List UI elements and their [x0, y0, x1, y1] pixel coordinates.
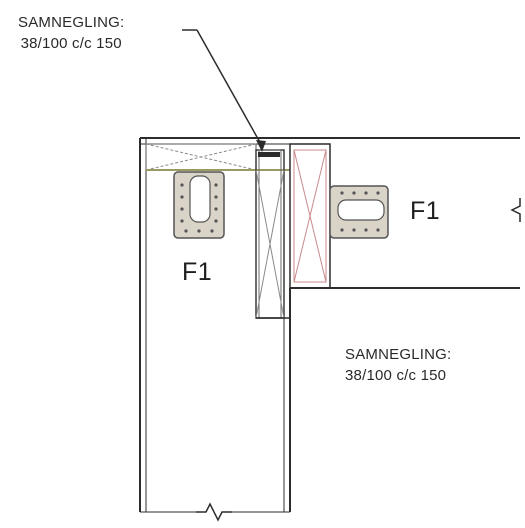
left-hanger-plate	[173, 171, 225, 239]
break-symbols	[140, 198, 521, 522]
right-hanger-plate	[329, 185, 389, 239]
bottom-break-symbol	[196, 502, 232, 522]
right-note-line1: SAMNEGLING:	[345, 346, 452, 363]
nail-bar	[258, 152, 280, 157]
right-note-line2: 38/100 c/c 150	[345, 367, 447, 384]
right-samnegling-note: SAMNEGLING: 38/100 c/c 150	[345, 344, 451, 386]
horizontal-beam-end-block	[289, 143, 331, 289]
blocking-column	[255, 149, 290, 319]
right-break-symbol	[510, 198, 521, 222]
top-note-line2: 38/100 c/c 150	[20, 35, 122, 52]
leader-line	[182, 29, 266, 152]
left-hanger-label: F1	[182, 258, 213, 286]
top-samnegling-note: SAMNEGLING: 38/100 c/c 150	[18, 12, 124, 54]
top-note-line1: SAMNEGLING:	[18, 14, 125, 31]
vertical-beam-double-lines	[145, 138, 285, 512]
right-hanger-label: F1	[410, 197, 441, 225]
